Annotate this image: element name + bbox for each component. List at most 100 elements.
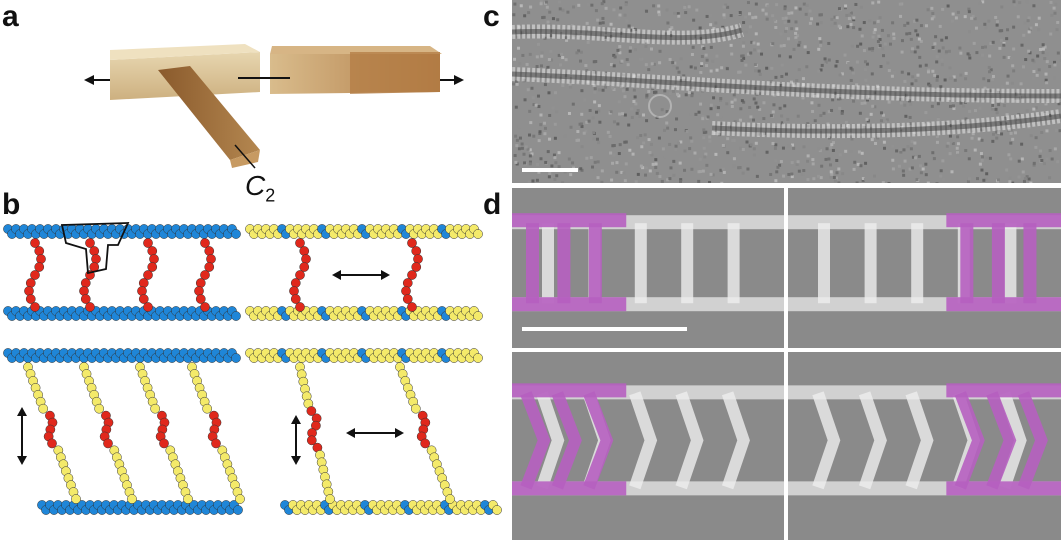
noise-speck	[596, 160, 600, 164]
noise-speck	[844, 149, 848, 153]
noise-speck	[849, 78, 853, 82]
noise-speck	[742, 56, 746, 60]
noise-speck	[820, 63, 824, 67]
noise-speck	[913, 50, 917, 54]
noise-speck	[604, 85, 608, 89]
noise-speck	[692, 18, 696, 22]
negative-stain-micrograph	[512, 0, 1061, 183]
noise-speck	[855, 181, 859, 183]
noise-speck	[513, 57, 517, 61]
bead	[473, 229, 483, 239]
noise-speck	[795, 78, 799, 82]
noise-speck	[795, 27, 799, 31]
noise-speck	[769, 172, 773, 176]
noise-speck	[579, 167, 583, 171]
noise-speck	[591, 165, 595, 169]
noise-speck	[539, 113, 543, 117]
noise-speck	[752, 153, 756, 157]
noise-speck	[753, 48, 757, 52]
noise-speck	[529, 121, 533, 125]
model-rung	[583, 391, 614, 490]
noise-speck	[797, 169, 801, 173]
noise-speck	[790, 27, 794, 31]
noise-speck	[938, 24, 942, 28]
noise-speck	[730, 104, 734, 108]
noise-speck	[935, 78, 939, 82]
noise-speck	[549, 34, 553, 38]
noise-speck	[660, 108, 664, 112]
noise-speck	[609, 22, 613, 26]
noise-speck	[849, 11, 853, 15]
noise-speck	[978, 106, 982, 110]
model-rung	[991, 223, 1005, 304]
noise-speck	[982, 178, 986, 182]
noise-speck	[872, 21, 876, 25]
noise-speck	[1037, 28, 1041, 32]
noise-speck	[770, 66, 774, 70]
bead	[231, 229, 241, 239]
noise-speck	[618, 51, 622, 55]
model-rung	[954, 391, 985, 490]
noise-speck	[991, 139, 995, 143]
noise-speck	[903, 23, 907, 27]
noise-speck	[528, 162, 532, 166]
noise-speck	[572, 5, 576, 9]
noise-speck	[794, 20, 798, 24]
noise-speck	[917, 37, 921, 41]
noise-speck	[557, 165, 561, 169]
noise-speck	[843, 53, 847, 57]
noise-speck	[513, 154, 517, 158]
noise-speck	[612, 53, 616, 57]
noise-speck	[564, 36, 568, 40]
noise-speck	[709, 45, 713, 49]
noise-speck	[654, 166, 658, 170]
noise-speck	[658, 61, 662, 65]
bead	[25, 294, 36, 304]
bead	[195, 278, 206, 288]
noise-speck	[852, 16, 856, 20]
noise-speck	[700, 55, 704, 59]
noise-speck	[733, 98, 737, 102]
noise-speck	[532, 103, 536, 107]
noise-speck	[827, 58, 831, 62]
noise-speck	[748, 25, 752, 29]
model-rung	[557, 223, 571, 304]
bead	[420, 438, 431, 449]
noise-speck	[567, 157, 571, 161]
noise-speck	[648, 169, 652, 173]
noise-speck	[530, 86, 534, 90]
noise-speck	[930, 6, 934, 10]
noise-speck	[900, 39, 904, 43]
noise-speck	[831, 148, 835, 152]
noise-speck	[753, 63, 757, 67]
noise-speck	[512, 82, 516, 86]
noise-speck	[868, 47, 872, 51]
noise-speck	[600, 2, 604, 6]
noise-speck	[919, 24, 923, 28]
noise-speck	[878, 44, 882, 48]
noise-speck	[844, 120, 848, 124]
bead	[402, 294, 413, 304]
noise-speck	[1009, 124, 1013, 128]
bead	[36, 254, 46, 264]
noise-speck	[819, 114, 823, 118]
noise-speck	[783, 21, 787, 25]
noise-speck	[846, 25, 850, 29]
noise-speck	[833, 179, 837, 183]
noise-speck	[593, 168, 597, 172]
noise-speck	[856, 162, 860, 166]
noise-speck	[594, 60, 598, 64]
noise-speck	[612, 144, 616, 148]
noise-speck	[520, 146, 524, 150]
noise-speck	[806, 122, 810, 126]
noise-speck	[647, 68, 651, 72]
noise-speck	[620, 59, 624, 63]
noise-speck	[800, 172, 804, 176]
noise-speck	[678, 161, 682, 165]
noise-speck	[668, 142, 672, 146]
noise-speck	[622, 171, 626, 175]
noise-speck	[769, 114, 773, 118]
noise-speck	[621, 112, 625, 116]
noise-speck	[780, 121, 784, 125]
noise-speck	[785, 27, 789, 31]
